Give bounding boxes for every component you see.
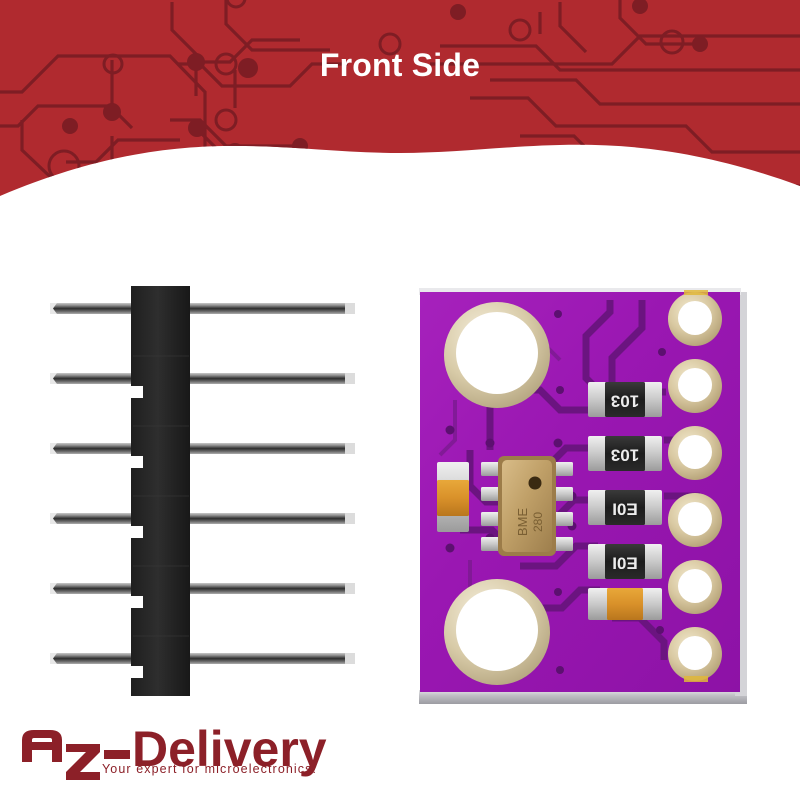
pin-pads — [668, 292, 722, 681]
banner-fill — [0, 0, 800, 196]
pin-pad — [668, 426, 722, 480]
header-pin — [50, 513, 355, 524]
logo-wordmark: Delivery — [22, 721, 327, 780]
banner-graphic — [0, 0, 800, 196]
capacitor-bottom — [588, 588, 662, 620]
sensor-port-hole — [528, 476, 542, 490]
sensor-chip: BME 280 — [481, 456, 573, 556]
pin-pad — [668, 493, 722, 547]
pin-header — [50, 286, 355, 696]
logo-az-mark — [22, 730, 130, 780]
product-photo-area: 103 103 E0I E0I — [0, 200, 800, 720]
logo-brand-label: Delivery — [132, 721, 327, 777]
mounting-hole — [444, 302, 550, 408]
pcb-bottom-edge — [419, 690, 747, 704]
page-title: Front Side — [319, 47, 481, 83]
header-body-seams — [133, 355, 189, 637]
mounting-hole — [444, 579, 550, 685]
pcb-module: 103 103 E0I E0I — [419, 288, 747, 704]
resistor-marking: E0I — [612, 554, 638, 573]
pin-pad — [668, 292, 722, 346]
pcb-top-edge — [419, 288, 741, 295]
header-pin — [50, 303, 355, 314]
resistor-marking: 103 — [611, 446, 639, 465]
sensor-chip-marking: BME — [515, 508, 530, 537]
pin-pad — [668, 560, 722, 614]
resistor-2: 103 — [588, 436, 662, 471]
pin-pad — [668, 359, 722, 413]
resistor-marking: E0I — [612, 500, 638, 519]
sensor-chip-marking-2: 280 — [531, 512, 545, 532]
header-body — [131, 286, 190, 696]
header-banner: Front Side — [0, 0, 800, 200]
resistor-4: E0I — [588, 544, 662, 579]
pad-solder-marks — [684, 290, 708, 682]
header-pin — [50, 373, 355, 384]
header-pin — [50, 653, 355, 664]
sensor-pads — [481, 462, 573, 551]
capacitor-left — [437, 462, 469, 532]
product-illustration: 103 103 E0I E0I — [50, 286, 747, 704]
logo-tagline: Your expert for microelectronics! — [102, 762, 318, 776]
header-pins — [50, 303, 355, 664]
resistor-1: 103 — [588, 382, 662, 417]
brand-logo: Delivery Your expert for microelectronic… — [14, 716, 344, 790]
header-pin — [50, 443, 355, 454]
resistor-marking: 103 — [611, 392, 639, 411]
pin-pad — [668, 627, 722, 681]
header-pin — [50, 583, 355, 594]
resistor-3: E0I — [588, 490, 662, 525]
logo-brand-text: Delivery — [132, 721, 327, 777]
